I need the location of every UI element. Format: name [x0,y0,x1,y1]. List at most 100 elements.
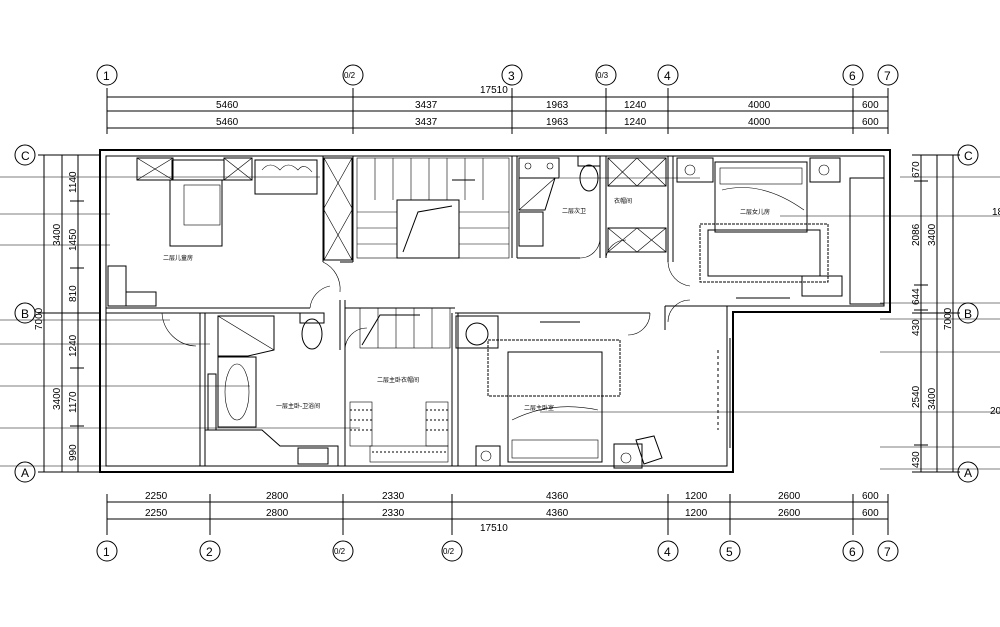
top-dimension-label: 4000 [748,117,771,128]
left-dimension-label: 3400 [52,387,63,410]
axis-label: A [964,466,972,480]
right-dimension-label: 3400 [927,223,938,246]
room-label-master-closet: 二层主卧衣帽间 [377,376,419,384]
master-closet: 二层主卧衣帽间 [349,376,449,463]
master-bed [507,351,603,463]
room-label-children-room: 二层儿童房 [163,254,193,262]
daughter-room: 二层女儿房 [676,157,885,305]
axis-label: 6 [849,545,856,559]
toilet-icon [579,164,599,192]
left-dimension-label: 810 [68,285,79,302]
children-bed [169,179,223,247]
room-label-second-bath: 二层次卫 [562,207,586,215]
top-dimension-label: 3437 [415,117,438,128]
right-dimension-chain: 670 2086 644 430 2540 430 3400 3400 7000… [911,144,1000,483]
left-dimension-label: 990 [68,444,79,461]
bottom-dimension-label: 1200 [685,491,708,502]
top-dimension-label: 1240 [624,117,647,128]
bottom-overall-dimension: 17510 [480,523,508,534]
top-dimension-chain: 17510 5460 3437 1963 1240 4000 600 5460 … [106,85,889,134]
axis-label: 5 [726,545,733,559]
top-dimension-label: 4000 [748,100,771,111]
left-dimension-label: 3400 [52,223,63,246]
staircase-lower [359,307,451,349]
right-dimension-labels: 670 2086 644 430 2540 430 3400 3400 7000 [911,161,954,468]
bottom-axis-markers: 1 2 0/2 0/2 4 5 6 7 [96,540,899,562]
top-dimension-label: 1240 [624,100,647,111]
right-dimension-label: 430 [911,451,922,468]
axis-label: 4 [664,545,671,559]
bottom-dimension-label: 2330 [382,491,405,502]
bottom-dimension-label: 4360 [546,491,569,502]
axis-label: 2 [206,545,213,559]
bottom-dimension-label: 1200 [685,508,708,519]
staircase-upper [356,157,510,259]
axis-label: 0/3 [597,71,609,80]
bottom-dimension-label: 2250 [145,508,168,519]
bottom-dimension-label: 2800 [266,491,289,502]
toilet-icon [301,318,323,350]
children-room-furniture: 二层儿童房 [99,157,353,307]
room-label-cloakroom: 衣帽间 [614,197,632,205]
room-label-master-bedroom: 二层主卧室 [524,404,554,412]
right-dimension-label: 644 [911,288,922,305]
axis-label: C [21,149,30,163]
top-dimension-label: 3437 [415,100,438,111]
top-axis-markers: 1 0/2 3 0/3 4 6 7 [96,64,899,86]
axis-label: 0/2 [334,547,346,556]
door-swings [161,237,691,351]
axis-label: 3 [508,69,515,83]
right-overall-dimension: 7000 [943,307,954,330]
top-dimension-label: 600 [862,100,879,111]
axis-label: C [964,149,973,163]
bottom-dimension-label: 4360 [546,508,569,519]
top-dimension-label: 1963 [546,100,569,111]
room-label-daughter-room: 二层女儿房 [740,208,770,216]
bottom-dimension-label: 2330 [382,508,405,519]
bottom-dimension-label: 2800 [266,508,289,519]
right-dimension-label: 3400 [927,387,938,410]
axis-label: B [964,307,972,321]
right-dimension-label: 430 [911,319,922,336]
bathtub-icon [217,356,257,428]
top-dimension-label: 600 [862,117,879,128]
axis-label: 0/2 [443,547,455,556]
right-dimension-label: 670 [911,161,922,178]
axis-label: 1 [103,545,110,559]
left-dimension-label: 1450 [68,228,79,251]
axis-label: B [21,307,29,321]
left-overall-dimension: 7000 [34,307,45,330]
left-dimension-labels: 1140 1450 810 1240 1170 990 3400 3400 70… [34,171,79,461]
top-dimension-label: 1963 [546,117,569,128]
interior-walls [106,156,727,466]
bottom-dimension-label: 2250 [145,491,168,502]
cut-label: 20 [990,406,1000,417]
left-dimension-chain: 1140 1450 810 1240 1170 990 3400 3400 70… [14,144,100,483]
leader-lines [0,176,1000,470]
bottom-dimension-label: 2600 [778,508,801,519]
bottom-dimension-chain: 2250 2800 2330 4360 1200 2600 600 2250 2… [106,491,889,535]
master-bedroom: 二层主卧室 [455,315,731,469]
bottom-dimension-label: 600 [862,508,879,519]
left-dimension-label: 1170 [68,391,79,413]
cloakroom: 衣帽间 [607,157,667,253]
axis-label: 6 [849,69,856,83]
second-bathroom: 二层次卫 [518,155,601,247]
right-dimension-label: 2086 [911,223,922,246]
axis-label: 1 [103,69,110,83]
daughter-bed [714,161,808,233]
top-overall-dimension: 17510 [480,85,508,96]
right-dimension-label: 2540 [911,385,922,408]
left-dimension-label: 1240 [68,334,79,357]
room-label-master-bath: 一层主卧-卫浴间 [276,402,320,410]
axis-label: 7 [884,545,891,559]
cut-label: 18 [992,207,1000,218]
axis-label: 7 [884,69,891,83]
left-dimension-label: 1140 [68,171,79,193]
axis-label: 0/2 [344,71,356,80]
bottom-dimension-label: 600 [862,491,879,502]
axis-label: A [21,466,29,480]
bottom-dimension-label: 2600 [778,491,801,502]
master-bathroom: 一层主卧-卫浴间 [204,312,339,467]
